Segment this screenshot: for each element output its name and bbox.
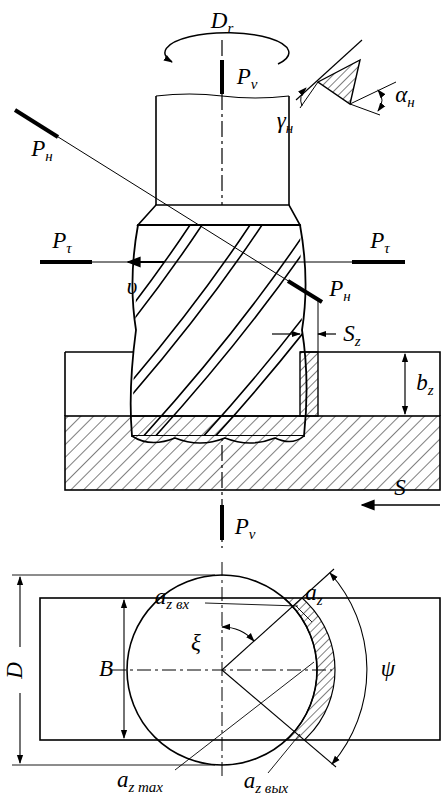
force-label: Pн xyxy=(29,136,55,165)
chip-thickness-label: az max xyxy=(115,767,165,796)
chip-thickness-label: az вых xyxy=(242,768,290,797)
dimension-label: bz xyxy=(414,370,435,399)
dimension-label: B xyxy=(97,656,115,681)
dimension-label: D xyxy=(2,660,27,681)
rotation-label: Dr xyxy=(209,8,235,37)
dimension-label: Sz xyxy=(341,321,362,350)
force-label: Pτ xyxy=(50,228,73,257)
angle-label: ψ xyxy=(379,656,397,681)
force-label: Pv xyxy=(235,64,260,93)
angle-label: γн xyxy=(275,108,296,137)
angle-label: αн xyxy=(393,82,417,111)
force-label: Pv xyxy=(233,514,258,543)
chip-thickness-label: az вх xyxy=(153,584,191,613)
force-label: Pτ xyxy=(368,228,391,257)
angle-label: ξ xyxy=(189,630,203,655)
velocity-label: υ xyxy=(125,274,140,299)
force-label: Pн xyxy=(327,276,353,305)
feed-label: S xyxy=(392,475,408,500)
chip-thickness-label: az xyxy=(303,580,324,609)
